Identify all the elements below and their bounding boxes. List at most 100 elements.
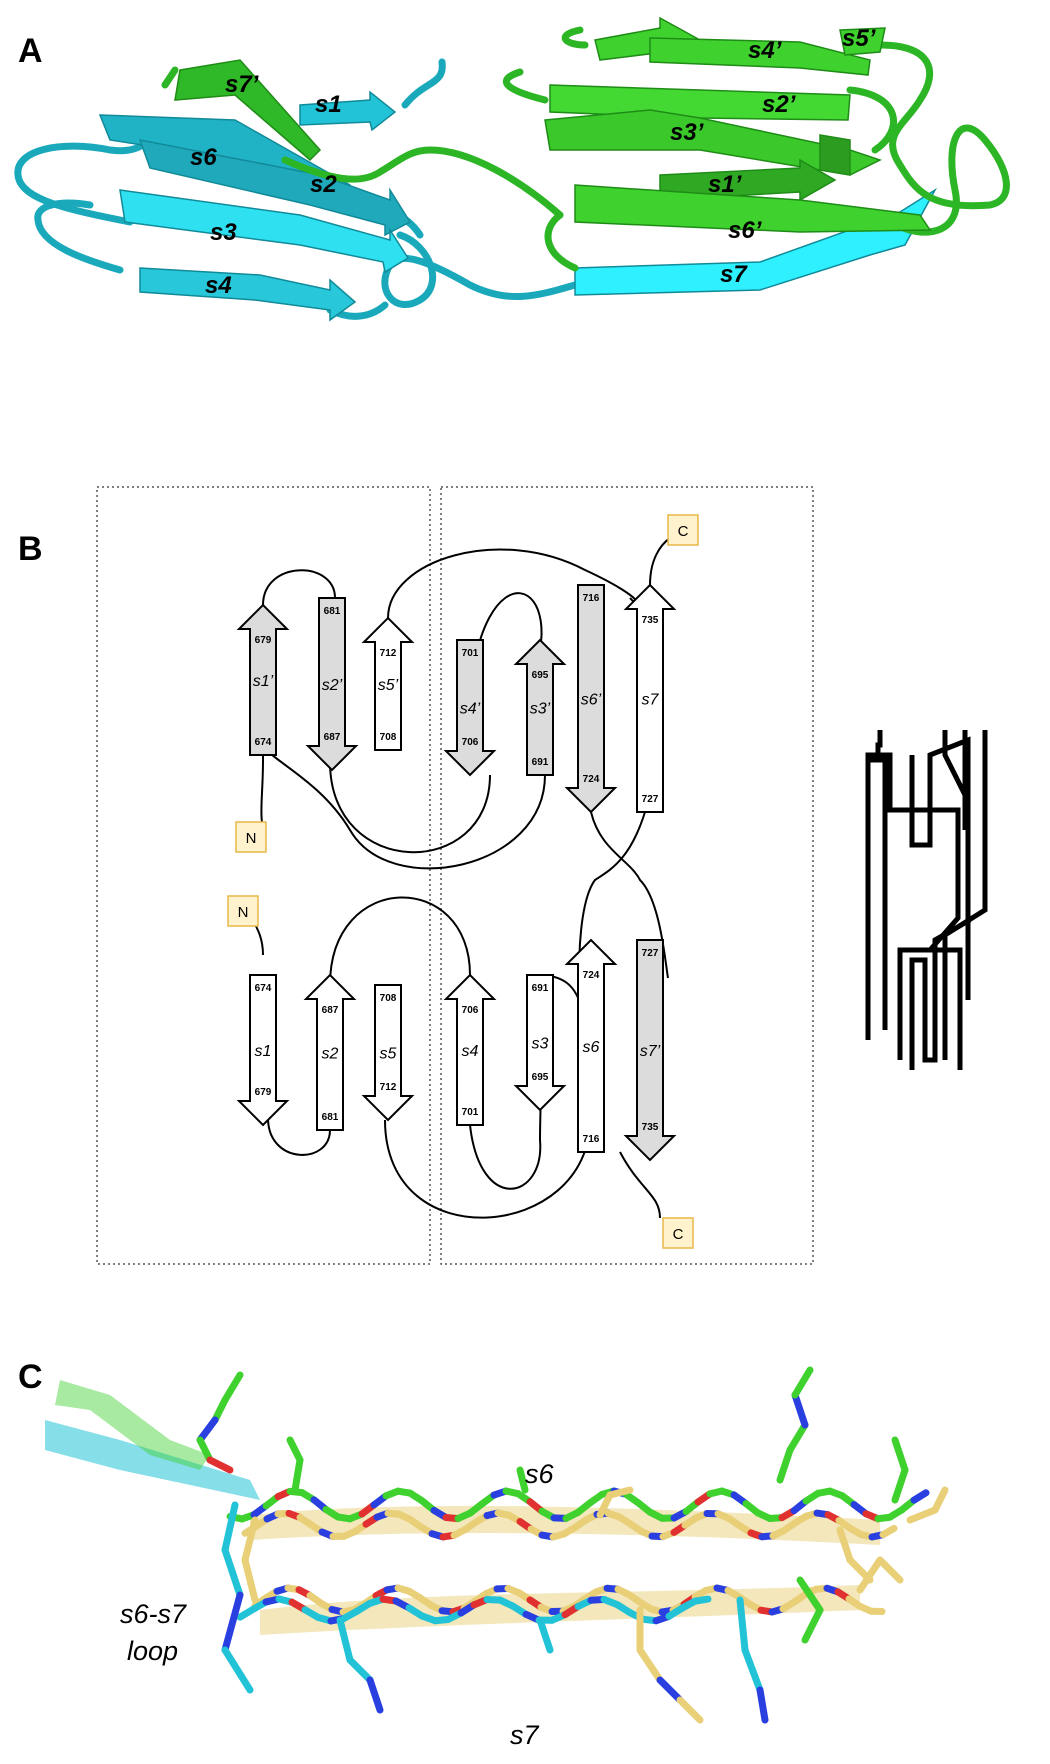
terminus-box <box>235 821 267 853</box>
strand-s7-shape <box>574 187 938 296</box>
residue-start: 708 <box>380 993 397 1004</box>
residue-end: 735 <box>642 1122 659 1133</box>
panel-c: C s6 s7 s6-s7 loop <box>18 1358 949 1750</box>
cyan-ribbon <box>45 1420 260 1500</box>
terminus-box <box>227 895 259 927</box>
strand-s3p-shape <box>544 109 882 176</box>
sidechain-10 <box>796 1576 824 1644</box>
sidechain-0 <box>286 1436 304 1494</box>
residue-start: 727 <box>642 948 659 959</box>
strand-s7p-shape <box>174 59 322 162</box>
sidechain-12 <box>906 1486 949 1524</box>
top-n-terminus: N <box>235 821 267 853</box>
sidechain-11 <box>856 1556 904 1594</box>
label-s3: s3 <box>210 219 237 246</box>
residue-end: 712 <box>380 1082 397 1093</box>
residue-end: 695 <box>532 670 549 681</box>
label-loop-line1: s6-s7 <box>120 1599 187 1629</box>
label-s3p: s3’ <box>670 119 704 146</box>
strand-label: s4’ <box>460 701 481 718</box>
terminus-box <box>667 514 699 546</box>
strand-label: s4 <box>462 1043 479 1060</box>
terminus-box <box>662 1217 694 1249</box>
residue-end: 724 <box>583 774 600 785</box>
strand-s4-shape <box>139 267 357 322</box>
cyan-loop <box>221 1501 254 1694</box>
bottom-c-terminus: C <box>662 1217 694 1249</box>
strand-label: s1 <box>255 1043 272 1060</box>
strand-s6p-shape <box>574 184 932 233</box>
residue-end: 735 <box>642 615 659 626</box>
residue-end: 687 <box>322 1005 339 1016</box>
sidechain-8 <box>636 1606 704 1724</box>
strand-arrow <box>513 638 567 776</box>
green-chain-strands <box>174 16 932 233</box>
label-s6: s6 <box>190 144 217 171</box>
strand-arrow <box>443 973 497 1126</box>
residue-end: 724 <box>583 970 600 981</box>
strand-label: s6 <box>583 1039 600 1056</box>
strand-arrow <box>305 597 359 772</box>
label-s1p: s1’ <box>708 171 742 198</box>
label-s5p: s5’ <box>842 25 876 52</box>
label-s7p: s7’ <box>225 71 259 98</box>
residue-end: 679 <box>255 635 272 646</box>
residue-start: 701 <box>462 1107 479 1118</box>
strand-label: s1’ <box>253 673 274 690</box>
strand-s3: s3 691 695 <box>513 974 567 1112</box>
strand-s4p-shape <box>649 37 871 76</box>
residue-start: 701 <box>462 648 479 659</box>
residue-end: 687 <box>324 732 341 743</box>
residue-start: 727 <box>642 794 659 805</box>
residue-start: 674 <box>255 983 272 994</box>
strand-label: s2’ <box>322 677 343 694</box>
topology-schematic-icon <box>865 730 988 1070</box>
strand-s1: s1 674 679 <box>236 974 290 1127</box>
strand-s4p: s4’ 701 706 <box>443 639 497 777</box>
strand-label: s6’ <box>581 692 602 709</box>
strand-arrow <box>303 973 357 1131</box>
strand-arrow <box>236 603 290 756</box>
domain-box-right <box>440 486 814 1265</box>
strand-s2-shape <box>138 139 412 237</box>
residue-end: 695 <box>532 1072 549 1083</box>
sidechain-9 <box>736 1596 769 1724</box>
strand-s3-shape <box>119 189 410 274</box>
strand-arrow <box>564 584 618 814</box>
terminus-label: N <box>246 830 257 847</box>
sidechain-6 <box>336 1616 384 1714</box>
strand-s5p-shape <box>839 27 886 56</box>
sidechain-4 <box>891 1436 909 1504</box>
residue-start: 681 <box>324 606 341 617</box>
residue-end: 706 <box>462 737 479 748</box>
residue-end: 679 <box>255 1087 272 1098</box>
domain-box-left <box>96 486 431 1265</box>
strand-s3p: s3’ 691 695 <box>513 638 567 776</box>
residue-start: 708 <box>380 732 397 743</box>
residue-end: 712 <box>380 648 397 659</box>
label-s4: s4 <box>205 272 232 299</box>
residue-start: 691 <box>532 983 549 994</box>
residue-start: 691 <box>532 757 549 768</box>
strand-label: s7’ <box>640 1043 661 1060</box>
strand-s1-shape <box>299 90 397 132</box>
strand-label: s3 <box>532 1036 549 1053</box>
sidechain-1 <box>516 1466 529 1494</box>
label-s7: s7 <box>720 261 748 288</box>
strand-arrow <box>361 984 415 1122</box>
bottom-n-terminus: N <box>227 895 259 927</box>
cyan-chain-strands <box>98 90 938 322</box>
green-chain-loops <box>161 26 1010 272</box>
sidechain-2 <box>596 1486 634 1519</box>
strand-s2p-shape <box>549 84 851 121</box>
strand-label: s3’ <box>530 701 551 718</box>
strand-s7p: s7’ 727 735 <box>623 939 677 1162</box>
strand-label: s2 <box>322 1046 339 1063</box>
top-c-terminus: C <box>667 514 699 546</box>
